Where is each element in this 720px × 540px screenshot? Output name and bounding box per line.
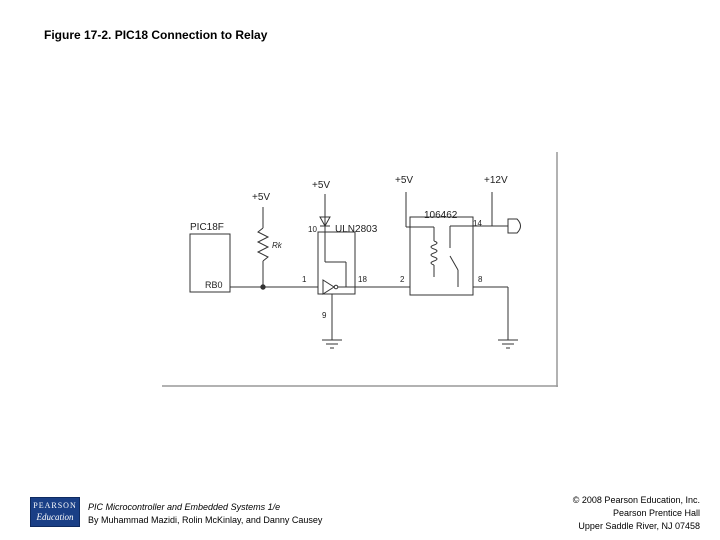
page-title: Figure 17-2. PIC18 Connection to Relay (44, 28, 268, 42)
circuit-schematic: PIC18F RB0 +5V Rk +5V ULN2803 10 1 18 9 … (162, 152, 558, 387)
relay-pin-8: 8 (478, 275, 483, 284)
relay-switch-contact (449, 255, 459, 271)
publisher-credit: © 2008 Pearson Education, Inc. Pearson P… (573, 494, 700, 533)
driver-pin-9: 9 (322, 311, 327, 320)
relay-part-label: 106462 (424, 210, 458, 221)
resistor-vcc-label: +5V (252, 192, 270, 203)
load-device (507, 218, 521, 234)
location-line: Upper Saddle River, NJ 07458 (578, 521, 700, 531)
pearson-logo: PEARSON Education (30, 497, 80, 527)
publisher-line: Pearson Prentice Hall (612, 508, 700, 518)
resistor-label: Rk (272, 241, 283, 250)
driver-buffer (322, 279, 335, 295)
driver-pin-18: 18 (358, 275, 367, 284)
driver-chip-label: ULN2803 (335, 224, 378, 235)
driver-vcc-label: +5V (312, 180, 330, 191)
pin-rb0-label: RB0 (205, 280, 223, 290)
logo-line1: PEARSON (33, 501, 77, 510)
mcu-label: PIC18F (190, 222, 224, 233)
pullup-resistor (256, 227, 270, 262)
relay-pin-2: 2 (400, 275, 405, 284)
load-vcc-label: +12V (484, 175, 508, 186)
book-authors: By Muhammad Mazidi, Rolin McKinlay, and … (88, 515, 323, 525)
relay-vcc-label: +5V (395, 175, 413, 186)
uln2803-box (317, 231, 356, 295)
relay-coil (430, 240, 438, 266)
relay-box (409, 216, 474, 296)
relay-pin-14: 14 (473, 219, 482, 228)
book-credit: PIC Microcontroller and Embedded Systems… (88, 501, 322, 527)
copyright-line: © 2008 Pearson Education, Inc. (572, 495, 700, 505)
driver-pin-1: 1 (302, 275, 307, 284)
pic18f-chip (189, 233, 231, 293)
clamp-diode (319, 216, 331, 228)
book-title: PIC Microcontroller and Embedded Systems… (88, 502, 281, 512)
driver-pin-10: 10 (308, 225, 317, 234)
relay-circuit-figure: PIC18F RB0 +5V Rk +5V ULN2803 10 1 18 9 … (162, 152, 558, 387)
driver-ground-symbol (322, 339, 342, 349)
logo-line2: Education (36, 512, 74, 522)
load-ground-symbol (498, 339, 518, 349)
buffer-bubble (333, 284, 339, 290)
